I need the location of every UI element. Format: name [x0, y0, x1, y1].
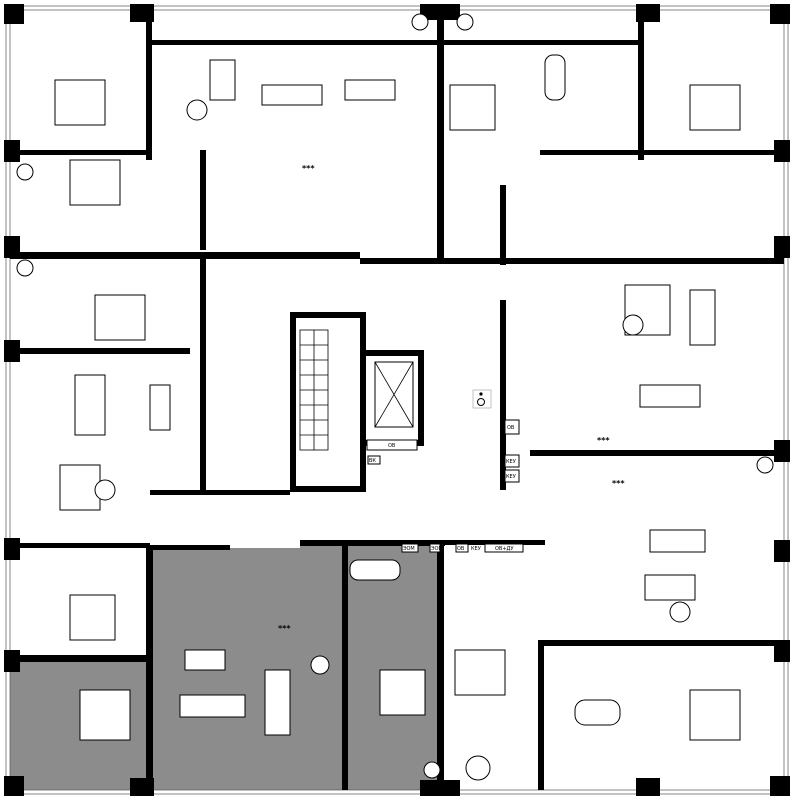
- label-ov: ОВ: [388, 443, 396, 449]
- label-ov: ОВ: [507, 425, 515, 431]
- bed-icon: [94, 294, 146, 341]
- sofa-icon: [59, 464, 101, 511]
- plant-icon: [465, 755, 491, 781]
- label-keu: КЕУ: [471, 546, 481, 552]
- dining-table-icon: [74, 374, 106, 436]
- bed-icon: [54, 79, 106, 126]
- bed-icon: [689, 689, 741, 741]
- facade-windows: [5, 5, 789, 795]
- label-keu: КЕУ: [506, 474, 516, 480]
- bed-icon: [379, 669, 426, 716]
- sofa-icon: [209, 59, 236, 101]
- bed-icon: [69, 159, 121, 206]
- label-stars: ***: [302, 164, 315, 173]
- label-vk: ВК: [369, 458, 376, 464]
- walls: [10, 10, 784, 790]
- plant-icon: [456, 13, 474, 31]
- plant-icon: [16, 163, 34, 181]
- bed-icon: [79, 689, 131, 741]
- sofa-icon: [644, 574, 696, 601]
- dining-table-icon: [689, 289, 716, 346]
- label-eom: ЭОМ: [431, 546, 443, 552]
- bathtub-icon: [574, 699, 621, 726]
- dining-table-icon: [344, 79, 396, 101]
- stair-icon: [299, 329, 329, 451]
- label-stars: ***: [612, 479, 625, 488]
- stair-core: [290, 312, 424, 492]
- sofa-icon: [264, 669, 291, 736]
- armchair-icon: [669, 601, 691, 623]
- label-eom: ЭОМ: [403, 546, 415, 552]
- kitchen-island: [261, 84, 323, 106]
- label-ov: ОВ: [457, 546, 465, 552]
- bed-icon: [449, 84, 496, 131]
- kitchen-island: [184, 649, 226, 671]
- label-keu: КЕУ: [506, 459, 516, 465]
- armchair-icon: [310, 655, 330, 675]
- kitchen-island: [149, 384, 171, 431]
- bathtub-icon: [349, 559, 401, 581]
- plant-icon: [16, 259, 34, 277]
- label-stars: ***: [278, 624, 291, 633]
- label-ovdu: ОВ+ДУ: [495, 546, 514, 552]
- bathtub-icon: [544, 54, 566, 101]
- plant-icon: [423, 761, 441, 779]
- label-stars: ***: [597, 436, 610, 445]
- technical-labels: ОВ ОВ КЕУ КЕУ ВК ЭОМ ЭОМ ОВ КЕУ ОВ+ДУ **…: [278, 164, 625, 633]
- kitchen-island: [639, 384, 701, 408]
- plant-icon: [411, 13, 429, 31]
- dining-table-icon: [649, 529, 706, 553]
- armchair-icon: [622, 314, 644, 336]
- armchair-icon: [186, 99, 208, 121]
- bed-icon: [689, 84, 741, 131]
- bed-icon: [454, 649, 506, 696]
- dining-table-icon: [179, 694, 246, 718]
- armchair-icon: [94, 479, 116, 501]
- plant-icon: [756, 456, 774, 474]
- bed-icon: [69, 594, 116, 641]
- wheelchair-icon: [472, 389, 492, 409]
